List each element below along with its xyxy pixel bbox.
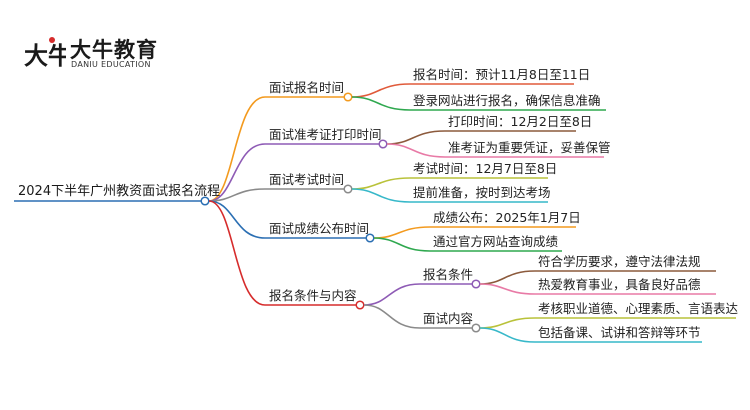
- sub-leaf-connector-2-2: [479, 327, 536, 343]
- leaf-topic-3-2: 提前准备，按时到达考场: [413, 185, 551, 200]
- logo-name: 大牛教育: [70, 38, 158, 62]
- sub-connector-2: [363, 304, 421, 329]
- daniu-logo-icon: 大牛: [24, 37, 66, 70]
- brand-logo: 大牛 大牛教育 DANIU EDUCATION: [22, 30, 222, 76]
- leaf-connector-1-1: [351, 83, 411, 98]
- leaf-topic-2-2: 准考证为重要凭证，妥善保管: [448, 140, 611, 155]
- branch-node-3: [343, 184, 353, 194]
- sub-leaf-connector-1-2: [479, 283, 536, 295]
- leaf-topic-3-1: 考试时间：12月7日至8日: [413, 161, 558, 176]
- leaf-connector-1-2: [351, 96, 411, 111]
- leaf-connector-4-1: [373, 226, 431, 239]
- leaf-connector-3-1: [351, 177, 411, 190]
- leaf-topic-4-1: 成绩公布：2025年1月7日: [433, 210, 581, 225]
- branch-topic-2: 面试准考证打印时间: [269, 127, 382, 142]
- branch-node-1: [343, 92, 353, 102]
- sub-topic-1: 报名条件: [423, 267, 474, 282]
- branch-node-5: [355, 300, 365, 310]
- sub-topic-2: 面试内容: [423, 311, 474, 326]
- sub-leaf-connector-2-1: [479, 317, 536, 329]
- branch-connector-1: [208, 96, 266, 202]
- leaf-connector-2-1: [386, 130, 446, 145]
- sub-leaf-connector-1-1: [479, 270, 536, 285]
- leaf-connector-2-2: [386, 143, 446, 158]
- branch-connector-2: [208, 143, 266, 202]
- sub-leaf-topic-2-1: 考核职业道德、心理素质、言语表达: [538, 301, 739, 316]
- branch-topic-4: 面试成绩公布时间: [269, 221, 370, 236]
- leaf-connector-4-2: [373, 237, 431, 252]
- logo-mark-text: 大牛: [24, 41, 66, 70]
- sub-node-1: [471, 279, 481, 289]
- sub-leaf-topic-1-2: 热爱教育事业，具备良好品德: [538, 277, 701, 292]
- branch-connector-5: [208, 200, 266, 306]
- root-topic: 2024下半年广州教资面试报名流程: [18, 184, 221, 199]
- root-node: [200, 196, 210, 206]
- branch-connector-3: [208, 188, 266, 202]
- branch-node-4: [365, 233, 375, 243]
- sub-leaf-topic-2-2: 包括备课、试讲和答辩等环节: [538, 325, 701, 340]
- leaf-topic-1-1: 报名时间：预计11月8日至11日: [413, 67, 591, 82]
- branch-topic-5: 报名条件与内容: [269, 288, 357, 303]
- sub-connector-1: [363, 283, 421, 306]
- leaf-topic-4-2: 通过官方网站查询成绩: [433, 234, 559, 249]
- sub-node-2: [471, 323, 481, 333]
- logo-subtitle: DANIU EDUCATION: [71, 60, 151, 69]
- leaf-connector-3-2: [351, 188, 411, 203]
- branch-node-2: [378, 139, 388, 149]
- leaf-topic-2-1: 打印时间：12月2日至8日: [448, 114, 593, 129]
- branch-topic-3: 面试考试时间: [269, 172, 345, 187]
- sub-leaf-topic-1-1: 符合学历要求，遵守法律法规: [538, 254, 701, 269]
- branch-connector-4: [208, 200, 266, 239]
- leaf-topic-1-2: 登录网站进行报名，确保信息准确: [413, 93, 601, 108]
- branch-topic-1: 面试报名时间: [269, 80, 345, 95]
